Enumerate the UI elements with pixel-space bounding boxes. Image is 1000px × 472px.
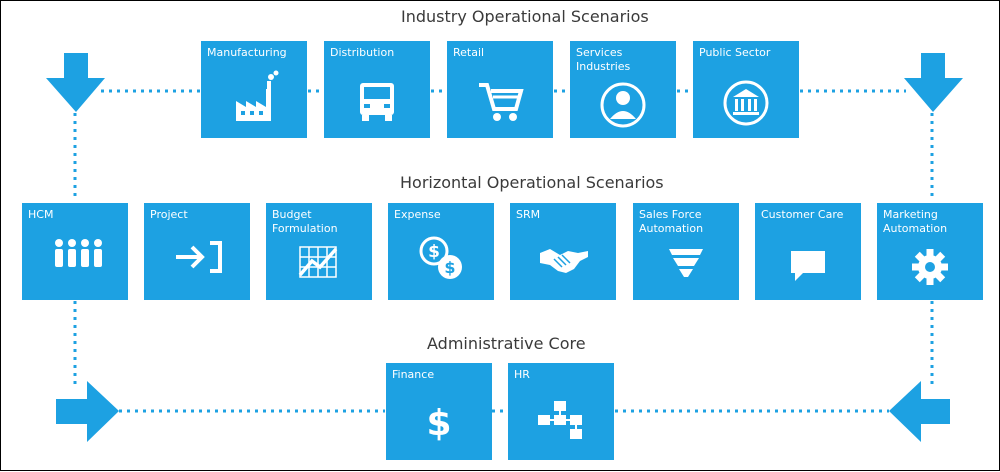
tile-expense[interactable]: Expense $ $	[388, 203, 494, 300]
svg-text:$: $	[428, 242, 440, 262]
tile-label: HCM	[28, 208, 54, 221]
gear-icon	[912, 249, 948, 285]
person-icon	[600, 82, 646, 128]
tile-public-sector[interactable]: Public Sector	[693, 41, 799, 138]
tile-customer-care[interactable]: Customer Care	[755, 203, 861, 300]
tile-project[interactable]: Project	[144, 203, 250, 300]
chart-grid-icon	[298, 246, 338, 278]
tile-label: Project	[150, 208, 188, 221]
tile-label: Retail	[453, 46, 485, 59]
tile-label: Expense	[394, 208, 441, 221]
tile-marketing-automation[interactable]: Marketing Automation	[877, 203, 983, 300]
tile-label: SRM	[516, 208, 541, 221]
arrow-into-bracket-icon	[176, 241, 222, 273]
down-arrow-left	[46, 53, 105, 112]
dollar-sign-icon: $	[426, 403, 451, 444]
tile-budget-formulation[interactable]: Budget Formulation	[266, 203, 372, 300]
tile-hcm[interactable]: HCM	[22, 203, 128, 300]
left-arrow-bottom-right	[889, 381, 950, 442]
industry-section-title: Industry Operational Scenarios	[401, 7, 649, 26]
horizontal-section-title: Horizontal Operational Scenarios	[400, 173, 664, 192]
tile-services-industries[interactable]: Services Industries	[570, 41, 676, 138]
core-section-title: Administrative Core	[427, 334, 586, 353]
tile-label: Budget Formulation	[272, 208, 338, 235]
tile-label: Services Industries	[576, 46, 631, 73]
tile-distribution[interactable]: Distribution	[324, 41, 430, 138]
people-group-icon	[55, 239, 102, 267]
government-building-icon	[723, 80, 769, 126]
tile-label: Sales Force Automation	[639, 208, 704, 235]
tile-label: Marketing Automation	[883, 208, 948, 235]
tile-sales-force-automation[interactable]: Sales Force Automation	[633, 203, 739, 300]
tile-label: HR	[514, 368, 530, 381]
speech-bubble-icon	[791, 251, 825, 281]
tile-manufacturing[interactable]: Manufacturing	[201, 41, 307, 138]
tile-label: Customer Care	[761, 208, 844, 221]
tile-label: Manufacturing	[207, 46, 287, 59]
shopping-cart-icon	[479, 83, 524, 121]
funnel-icon	[669, 249, 703, 277]
truck-icon	[360, 83, 394, 121]
tile-label: Distribution	[330, 46, 395, 59]
tile-srm[interactable]: SRM	[510, 203, 616, 300]
org-chart-icon	[538, 401, 582, 439]
handshake-icon	[540, 249, 588, 273]
svg-text:$: $	[426, 403, 451, 444]
factory-icon	[236, 70, 279, 121]
right-arrow-bottom-left	[56, 381, 119, 442]
tile-hr[interactable]: HR	[508, 363, 614, 460]
tile-label: Public Sector	[699, 46, 771, 59]
tile-retail[interactable]: Retail	[447, 41, 553, 138]
svg-text:$: $	[444, 258, 455, 277]
down-arrow-right	[904, 53, 963, 112]
coins-dollar-icon: $ $	[419, 236, 462, 279]
tile-finance[interactable]: Finance $	[386, 363, 492, 460]
tile-label: Finance	[392, 368, 435, 381]
